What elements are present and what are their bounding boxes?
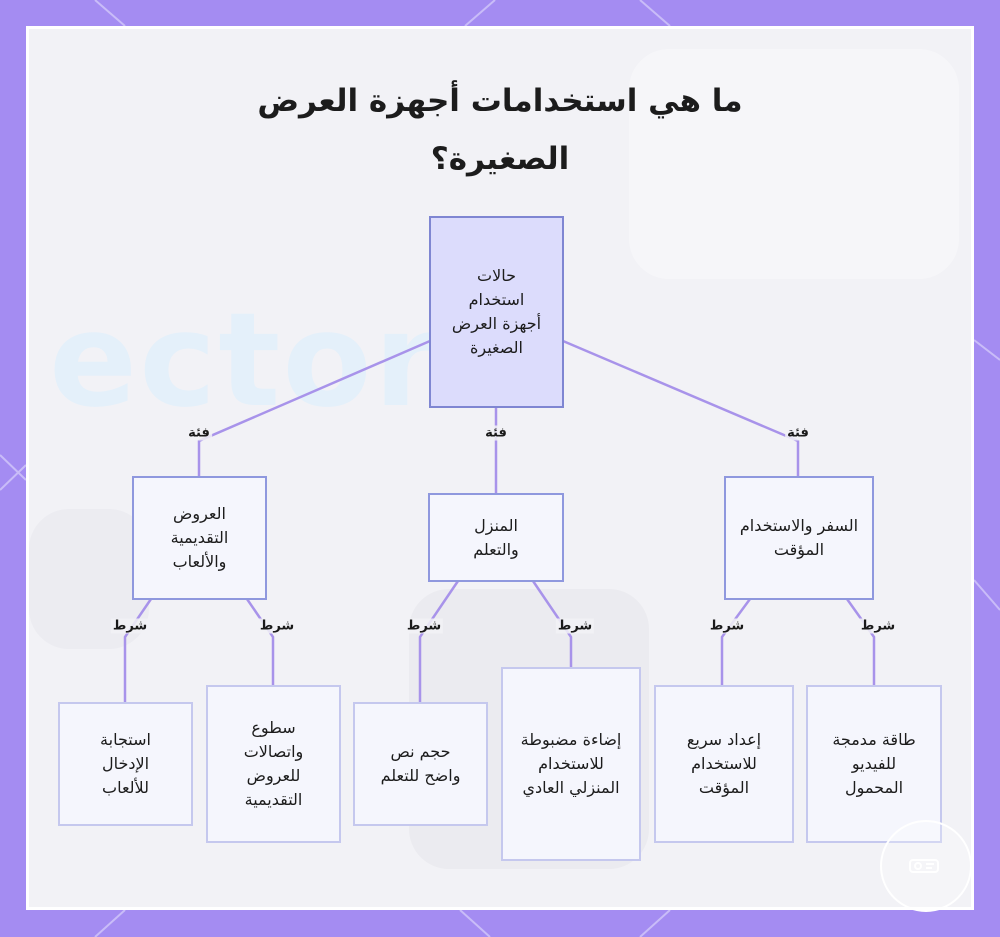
edge-root-cat-0 bbox=[197, 339, 431, 477]
edge-label-condition: شرط bbox=[257, 618, 297, 634]
category-node-label: العروض التقديمية والألعاب bbox=[170, 504, 229, 571]
leaf-node-label: طاقة مدمجة للفيديو المحمول bbox=[832, 730, 916, 797]
leaf-node-label: إعداد سريع للاستخدام المؤقت bbox=[686, 730, 762, 797]
category-node-travel[interactable]: السفر والاستخدام المؤقت bbox=[724, 476, 874, 600]
leaf-node-label: إضاءة مضبوطة للاستخدام المنزلي العادي bbox=[520, 730, 622, 797]
background-blur-shape bbox=[629, 49, 959, 279]
page-title: ما هي استخدامات أجهزة العرض الصغيرة؟ bbox=[257, 83, 743, 177]
leaf-node-quick-setup[interactable]: إعداد سريع للاستخدام المؤقت bbox=[654, 685, 794, 843]
leaf-node-home-lighting[interactable]: إضاءة مضبوطة للاستخدام المنزلي العادي bbox=[501, 667, 641, 861]
projector-icon bbox=[909, 859, 939, 873]
leaf-node-game-input[interactable]: استجابة الإدخال للألعاب bbox=[58, 702, 193, 826]
root-node-label: حالات استخدام أجهزة العرض الصغيرة bbox=[451, 266, 542, 357]
edge-cat2-leaf-4 bbox=[720, 598, 752, 686]
leaf-node-label: حجم نص واضح للتعلم bbox=[380, 742, 461, 785]
edge-root-cat-2 bbox=[562, 339, 800, 477]
edge-label-condition: شرط bbox=[110, 618, 150, 634]
leaf-node-label: سطوع واتصالات للعروض التقديمية bbox=[243, 718, 304, 809]
projector-logo-badge bbox=[880, 820, 972, 912]
leaf-node-portable-power[interactable]: طاقة مدمجة للفيديو المحمول bbox=[806, 685, 942, 843]
edge-cat2-leaf-5 bbox=[845, 598, 876, 686]
edge-cat0-leaf-0 bbox=[123, 598, 153, 703]
leaf-node-label: استجابة الإدخال للألعاب bbox=[100, 730, 151, 797]
leaf-node-presentation-brightness[interactable]: سطوع واتصالات للعروض التقديمية bbox=[206, 685, 341, 843]
edge-label-condition: شرط bbox=[858, 618, 898, 634]
root-node[interactable]: حالات استخدام أجهزة العرض الصغيرة bbox=[429, 216, 564, 408]
edge-cat1-leaf-2 bbox=[418, 580, 460, 703]
edge-label-condition: شرط bbox=[555, 618, 595, 634]
edge-label-condition: شرط bbox=[707, 618, 747, 634]
edge-label-category: فئة bbox=[483, 425, 509, 441]
category-node-label: السفر والاستخدام المؤقت bbox=[739, 516, 859, 559]
category-node-home-learning[interactable]: المنزل والتعلم bbox=[428, 493, 564, 582]
edge-label-category: فئة bbox=[785, 425, 811, 441]
category-node-presentations-games[interactable]: العروض التقديمية والألعاب bbox=[132, 476, 267, 600]
edge-label-condition: شرط bbox=[404, 618, 444, 634]
leaf-node-text-size[interactable]: حجم نص واضح للتعلم bbox=[353, 702, 488, 826]
edge-cat1-leaf-3 bbox=[531, 580, 573, 668]
edge-label-category: فئة bbox=[186, 425, 212, 441]
category-node-label: المنزل والتعلم bbox=[473, 515, 519, 559]
edge-cat0-leaf-1 bbox=[245, 598, 275, 686]
